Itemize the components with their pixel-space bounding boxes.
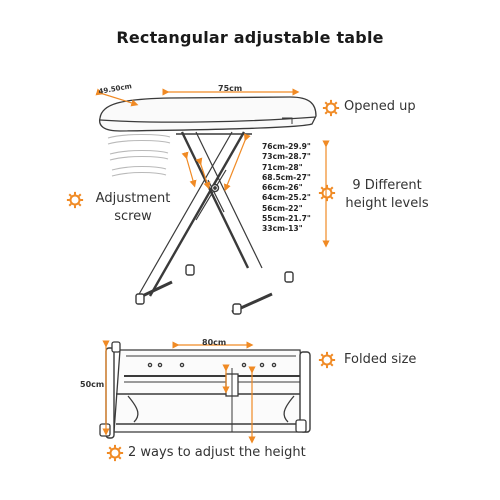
- gear-icon: [318, 351, 336, 369]
- gear-icon: [66, 191, 84, 209]
- gear-icon: [322, 99, 340, 117]
- gear-icon: [106, 444, 124, 462]
- top-width-label: 75cm: [218, 84, 243, 93]
- opened-up-label: Opened up: [344, 99, 416, 114]
- height-level-item: 64cm-25.2": [262, 193, 311, 203]
- motion-lines: [107, 133, 171, 177]
- height-level-item: 56cm-22": [262, 203, 303, 213]
- levels-line-1: 9 Different: [352, 178, 422, 193]
- height-levels-label: 9 Different height levels: [342, 177, 432, 213]
- height-level-item: 68.5cm-27": [262, 172, 311, 182]
- opened-dimension-arrows: [95, 88, 330, 248]
- two-ways-label: 2 ways to adjust the height: [128, 445, 306, 460]
- adjustment-line-1: Adjustment: [95, 191, 171, 206]
- folded-dimension-arrows: [102, 340, 256, 444]
- height-level-item: 55cm-21.7": [262, 214, 311, 224]
- adjustment-line-2: screw: [114, 209, 152, 224]
- levels-line-2: height levels: [345, 196, 429, 211]
- height-level-item: 66cm-26": [262, 183, 303, 193]
- folded-depth-label: 50cm: [80, 380, 105, 389]
- height-level-item: 71cm-28": [262, 162, 303, 172]
- height-level-item: 73cm-28.7": [262, 152, 311, 162]
- gear-icon: [318, 184, 336, 202]
- folded-width-label: 80cm: [202, 338, 227, 347]
- folded-size-label: Folded size: [344, 352, 417, 367]
- folded-table-drawing: [99, 341, 311, 439]
- opened-table-drawing: [98, 96, 317, 315]
- height-level-item: 33cm-13": [262, 224, 303, 234]
- height-level-item: 76cm-29.9": [262, 142, 311, 151]
- height-levels-list: 76cm-29.9" 73cm-28.7" 71cm-28" 68.5cm-27…: [262, 142, 311, 235]
- adjustment-screw-label: Adjustment screw: [94, 190, 172, 226]
- page-title: Rectangular adjustable table: [116, 28, 384, 47]
